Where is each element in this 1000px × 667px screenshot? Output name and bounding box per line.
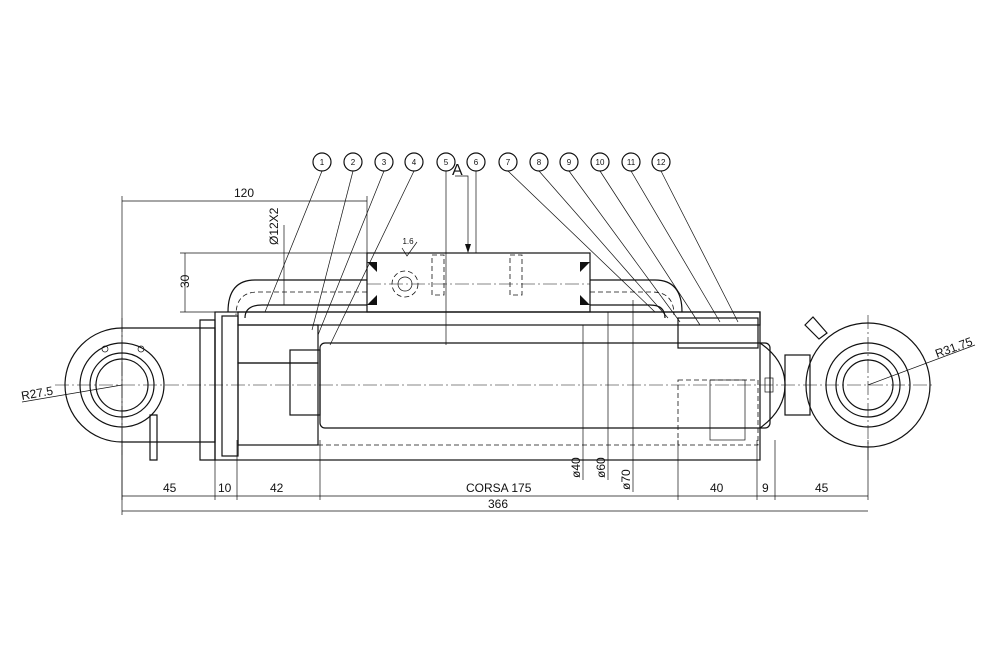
roughness-value: 1.6 (402, 237, 414, 246)
balloon-leader (660, 170, 739, 323)
balloon-circle (436, 152, 456, 172)
balloon-circle (466, 152, 486, 172)
balloon-leader (329, 170, 415, 346)
balloon-circle (343, 152, 363, 172)
balloon-leader (264, 170, 323, 313)
balloon-leader (538, 170, 669, 319)
balloon-leader (599, 170, 701, 326)
balloon-number: 4 (412, 158, 417, 167)
balloon-number: 7 (506, 158, 511, 167)
dim-seg-9: 9 (762, 481, 769, 495)
balloon-number: 9 (567, 158, 572, 167)
balloon-circle (621, 152, 641, 172)
dim-seg-45-right: 45 (815, 481, 829, 495)
dim-seg-40: 40 (710, 481, 724, 495)
balloon-number: 3 (382, 158, 387, 167)
section-arrow (455, 175, 469, 252)
balloon-leader (630, 170, 721, 323)
dim-30: 30 (178, 274, 192, 288)
section-label: A (452, 162, 463, 179)
balloon-circle (529, 152, 549, 172)
balloon-number: 1 (320, 158, 325, 167)
dimensions: 120 Ø12X2 30 R27.5 R31.75 ø40 ø60 ø70 45… (20, 186, 976, 515)
balloon-number: 5 (444, 158, 449, 167)
dim-seg-10: 10 (218, 481, 232, 495)
balloon-leader (311, 170, 354, 331)
dim-d40: ø40 (569, 457, 583, 478)
dim-d60: ø60 (594, 457, 608, 478)
balloon-leader (568, 170, 681, 323)
dim-r31: R31.75 (933, 334, 974, 361)
piston-rod (319, 342, 811, 429)
balloon-circle (498, 152, 518, 172)
dim-d70: ø70 (619, 469, 633, 490)
balloon-circle (590, 152, 610, 172)
dim-tube: Ø12X2 (267, 207, 281, 245)
balloon-number: 8 (537, 158, 542, 167)
balloon-circle (404, 152, 424, 172)
dim-r27: R27.5 (20, 384, 54, 403)
balloon-circle (312, 152, 332, 172)
balloon-number: 12 (657, 158, 666, 167)
dim-seg-45-left: 45 (163, 481, 177, 495)
balloon-circle (651, 152, 671, 172)
dim-total: 366 (488, 497, 508, 511)
balloon-number: 6 (474, 158, 479, 167)
dim-stroke: CORSA 175 (466, 481, 532, 495)
balloon-number: 2 (351, 158, 356, 167)
balloon-circle (374, 152, 394, 172)
dim-120: 120 (234, 186, 254, 200)
valve-block (227, 252, 683, 319)
balloon-number: 10 (596, 158, 605, 167)
left-eye-mount (64, 318, 216, 461)
dim-seg-42: 42 (270, 481, 284, 495)
balloon-number: 11 (627, 158, 636, 167)
balloon-circle (559, 152, 579, 172)
roughness-symbol (401, 241, 418, 257)
cylinder-body (214, 311, 761, 461)
balloon-leader (507, 170, 656, 313)
right-eye-mount (804, 315, 931, 460)
